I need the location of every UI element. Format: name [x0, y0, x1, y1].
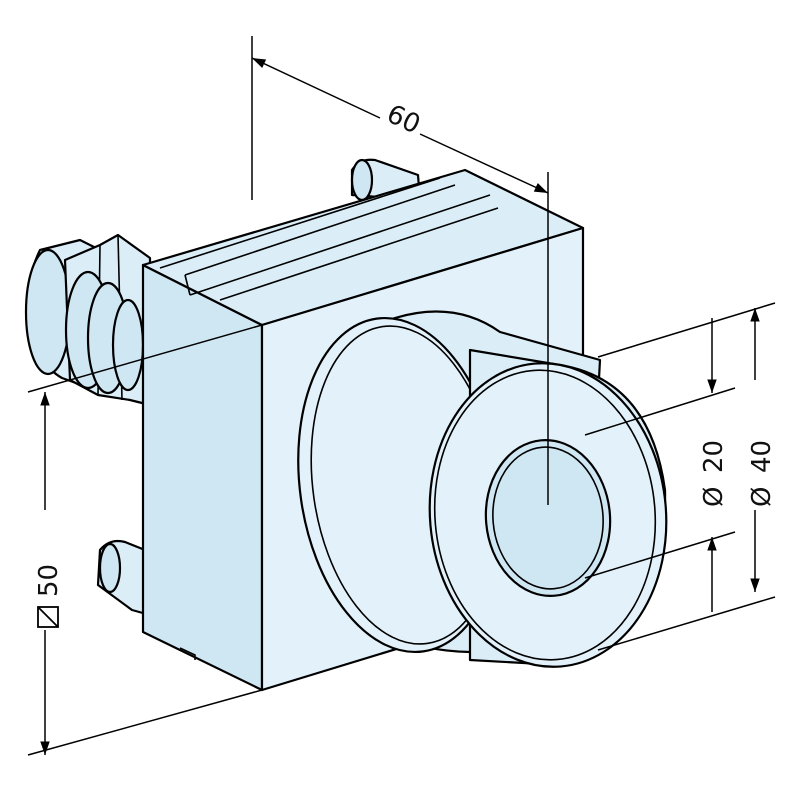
square-icon	[37, 606, 59, 628]
dimension-width-label: 60	[382, 99, 425, 140]
dimension-diameter-20-label: 20	[699, 440, 729, 473]
diameter-symbol-20: Ø	[699, 487, 729, 507]
dimension-square: 50	[27, 324, 263, 756]
left-clamp-bolt	[24, 233, 152, 407]
dimension-diameter-40-label: 40	[747, 440, 777, 473]
dimension-diameter-20: Ø 20	[584, 318, 736, 612]
cylinder-boss	[297, 310, 668, 668]
dimension-square-label: 50	[34, 564, 64, 597]
rear-stud-bottom	[96, 539, 152, 617]
diameter-symbol-40: Ø	[747, 487, 777, 507]
dimension-diameter-40: Ø 40	[597, 302, 777, 651]
